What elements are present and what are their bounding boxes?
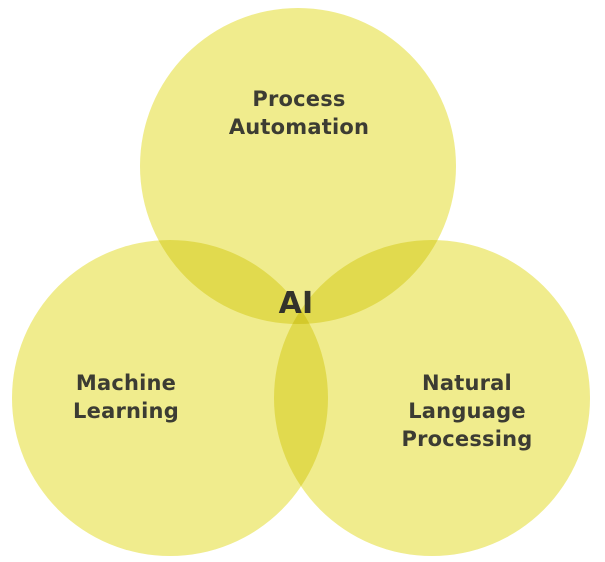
label-machine-learning: Machine Learning — [73, 371, 179, 423]
circle-natural-language-processing — [274, 240, 590, 556]
label-process-automation: Process Automation — [228, 87, 370, 139]
label-natural-language-processing: Natural Language Processing — [401, 371, 533, 451]
label-ai-center: AI — [278, 286, 314, 322]
